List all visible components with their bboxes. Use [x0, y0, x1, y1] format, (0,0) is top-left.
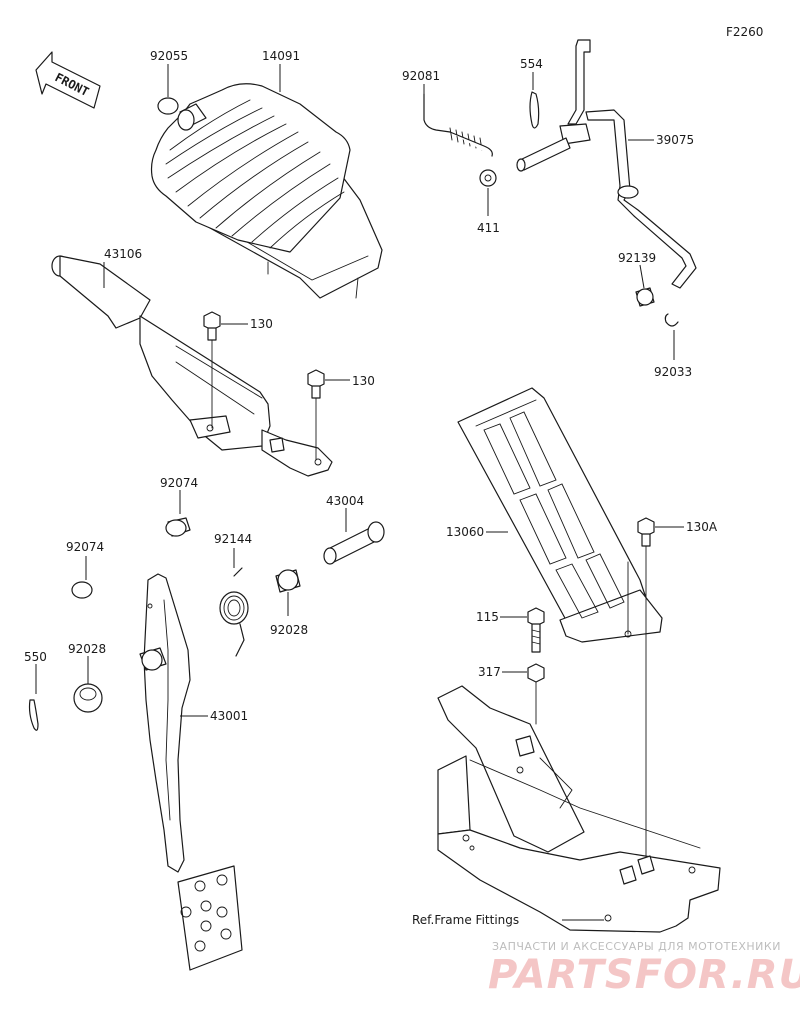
front-arrow-icon: FRONT [35, 51, 101, 109]
part-92055-oring [157, 97, 179, 115]
label-130-a: 130 [250, 317, 273, 331]
label-92074-a: 92074 [160, 476, 198, 490]
label-92033: 92033 [654, 365, 692, 379]
part-43004-pin [323, 521, 385, 565]
label-130A: 130A [686, 520, 718, 534]
label-554: 554 [520, 57, 543, 71]
part-43106-brake-lever [51, 255, 333, 477]
part-92074-stopper-2 [71, 581, 93, 599]
part-92074-stopper [165, 517, 191, 537]
part-115-bolt [527, 607, 545, 653]
label-14091: 14091 [262, 49, 300, 63]
label-39075: 39075 [656, 133, 694, 147]
label-ref-frame-fittings: Ref.Frame Fittings [412, 913, 519, 927]
part-92144-spring [219, 567, 249, 657]
watermark-logo: PARTSFOR.RU [488, 952, 800, 998]
frame-fittings [437, 685, 721, 933]
part-130-bolt-2 [307, 369, 325, 399]
part-92028-bushing-2 [73, 683, 103, 713]
label-13060: 13060 [446, 525, 484, 539]
label-92081: 92081 [402, 69, 440, 83]
label-43106: 43106 [104, 247, 142, 261]
label-115: 115 [476, 610, 499, 624]
part-43001-brake-pedal [139, 573, 243, 971]
label-317: 317 [478, 665, 501, 679]
label-92074-b: 92074 [66, 540, 104, 554]
label-92028-b: 92028 [68, 642, 106, 656]
part-39075-lever [516, 39, 697, 289]
part-130A-bolt [637, 517, 655, 547]
label-43004: 43004 [326, 494, 364, 508]
label-92144: 92144 [214, 532, 252, 546]
label-411: 411 [477, 221, 500, 235]
watermark-tagline: ЗАПЧАСТИ И АКСЕССУАРЫ ДЛЯ МОТОТЕХНИКИ [492, 940, 781, 953]
label-43001: 43001 [210, 709, 248, 723]
part-13060-accelerator-pedal [457, 387, 663, 643]
part-92139-bushing [635, 287, 655, 307]
part-554-cotter-pin [529, 91, 540, 129]
part-92033-clip [664, 313, 679, 327]
label-92028-a: 92028 [270, 623, 308, 637]
label-92139: 92139 [618, 251, 656, 265]
part-550-cotter-pin [28, 699, 39, 731]
label-92055: 92055 [150, 49, 188, 63]
figure-id: F2260 [726, 25, 763, 39]
watermark: ЗАПЧАСТИ И АКСЕССУАРЫ ДЛЯ МОТОТЕХНИКИ PA… [488, 940, 800, 998]
label-550: 550 [24, 650, 47, 664]
part-14091-boot [150, 83, 383, 299]
part-92028-bushing [275, 569, 301, 593]
part-92081-spring [423, 93, 493, 157]
part-411-washer [479, 169, 497, 187]
part-317-nut [527, 663, 545, 725]
label-130-b: 130 [352, 374, 375, 388]
part-130-bolt [203, 311, 221, 341]
